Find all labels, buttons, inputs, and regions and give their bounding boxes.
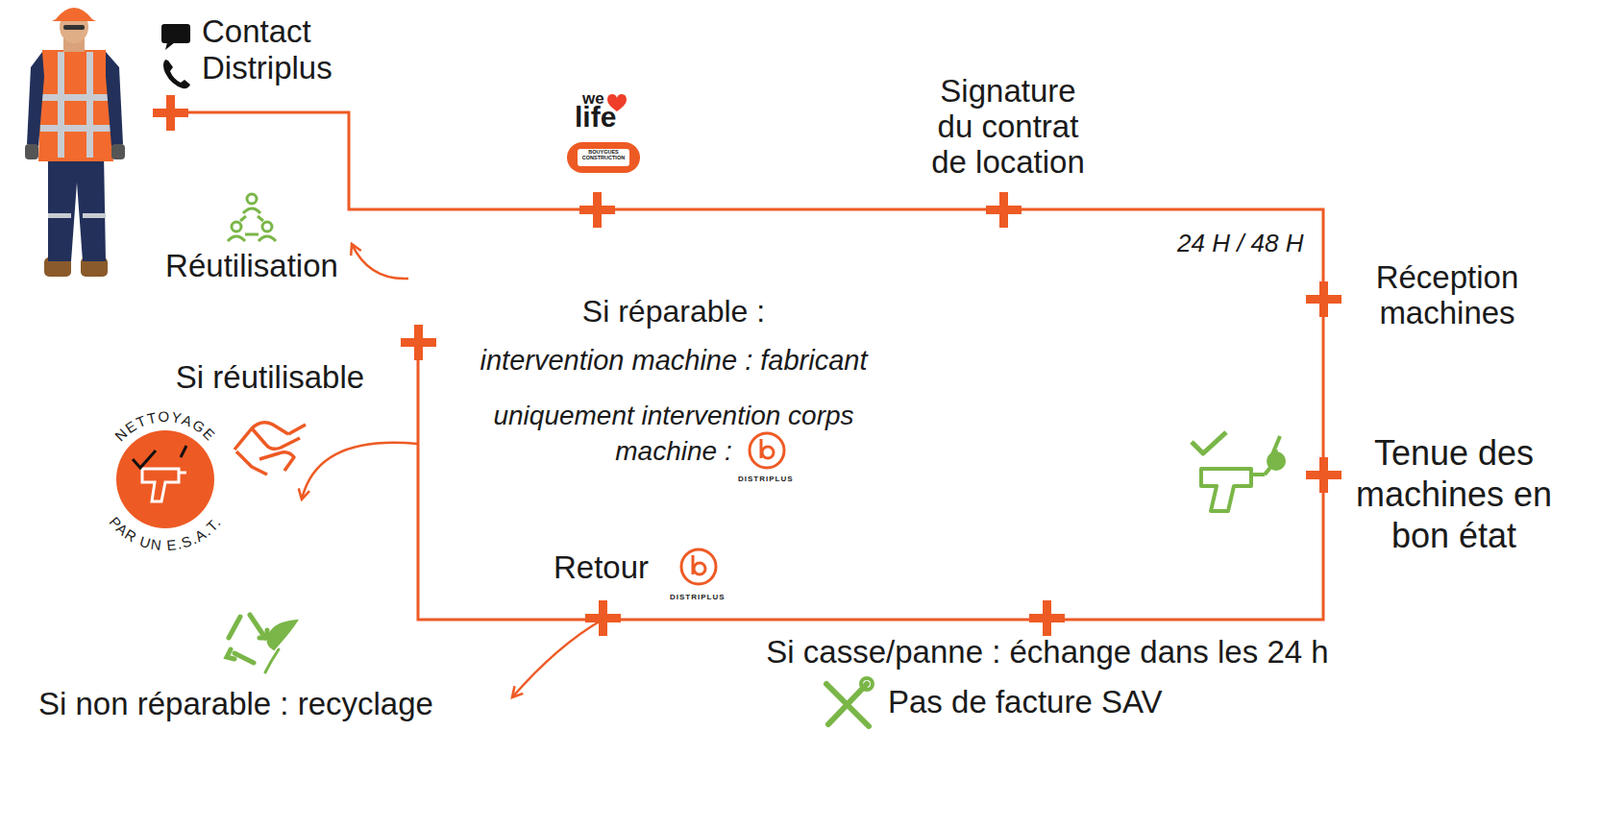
edge-label: 24 H / 48 H [1174,228,1307,258]
step-text: Pas de facture SAV [887,684,1196,720]
flow-step: Réutilisation [150,247,357,288]
flow-connector [512,619,603,698]
step-text: Réutilisation [150,247,353,284]
esat-badge: NETTOYAGE PAR UN E.S.A.T. [106,408,225,554]
flow-step: RetourDISTRIPLUS [553,549,736,607]
badge-text: PAR UN E.S.A.T. [106,514,225,555]
step-text: DISTRIPLUS [669,592,732,603]
step-text: Si réparable : [447,294,900,330]
step-text: DISTRIPLUS [738,474,800,485]
flow-connector [602,618,1047,622]
reuse-icon [227,194,276,242]
flow-connector [596,208,1004,212]
step-text: Si non réparable : recyclage [38,686,519,722]
flow-step: Signature du contrat de location [918,73,1102,184]
step-text: intervention machine : fabricant [447,344,900,377]
flow-connector [1003,209,1324,299]
recycle-icon [226,615,297,673]
step-text: Distriplus [201,49,414,86]
badge-text: NETTOYAGE [111,408,220,445]
tools-icon [826,678,873,727]
step-text: Tenue des machines en bon état [1347,432,1561,557]
step-text: BOUYGUES CONSTRUCTION [579,148,628,161]
welife-logo [566,94,640,173]
step-text: Si réutilisable [154,359,386,395]
flow-step: welifeBOUYGUES CONSTRUCTION [566,90,640,165]
step-text: Si casse/panne : échange dans les 24 h [701,634,1394,670]
step-text: Retour [553,549,660,586]
contact-icons [161,24,191,89]
flow-connector [1322,298,1326,475]
step-text: life [574,102,637,132]
handshake-icon [234,422,306,475]
drill-icon [1191,432,1284,512]
step-text: Signature du contrat de location [918,73,1098,180]
flow-connector [170,112,597,210]
step-text: Contact [201,13,414,50]
flow-step: Tenue des machines en bon état [1347,432,1565,561]
worker-figure [24,7,125,277]
flow-connector [351,244,409,279]
step-text: uniquement intervention corps machine : [447,397,900,469]
step-text: Réception machines [1354,259,1540,331]
step-markers [152,95,1342,637]
flow-step: Si réparable : intervention machine : fab… [447,294,904,489]
flow-step: ContactDistriplus [201,13,418,90]
flow-step: Si réutilisable [154,359,390,399]
flow-step: Réception machines [1354,259,1544,335]
flow-connector [301,443,419,500]
flow-step: Si casse/panne : échange dans les 24 h Pa… [701,634,1398,724]
flow-step: Si non réparable : recyclage [38,686,523,726]
flow-connector [1046,474,1324,620]
